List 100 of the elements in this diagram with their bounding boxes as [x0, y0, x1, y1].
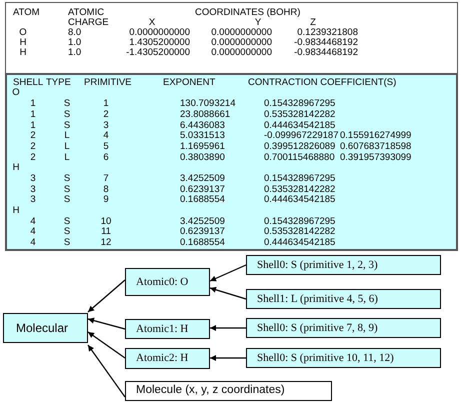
- table-cell-text: 23.8088661: [180, 109, 230, 120]
- table-cell-text: 4: [103, 130, 109, 141]
- table-cell-text: 2: [30, 141, 36, 152]
- table-cell-text: 8.0: [68, 27, 82, 38]
- table-cell-text: EXPONENT: [163, 77, 216, 88]
- table-cell-text: 1: [103, 98, 109, 109]
- table-cell-text: O: [19, 27, 27, 38]
- table-cell-text: PRIMITIVE: [84, 77, 132, 88]
- table-cell-text: S: [64, 226, 70, 237]
- arrow: [210, 264, 246, 282]
- arrow: [210, 355, 246, 361]
- tree-box: Atomic1: H: [125, 319, 210, 339]
- tree-box: Shell0: S (primitive 7, 8, 9): [246, 318, 441, 338]
- table-cell-text: -0.9834468192: [294, 47, 358, 58]
- arrow: [210, 325, 246, 331]
- table-cell-text: 0.1688554: [180, 237, 225, 248]
- table-cell-text: H: [12, 162, 20, 173]
- tree-box: Shell0: S (primitive 10, 11, 12): [246, 348, 441, 368]
- table-cell-text: 2: [103, 109, 109, 120]
- table-cell-text: X: [148, 17, 156, 28]
- table-cell-text: 2: [30, 152, 36, 163]
- table-cell-text: 5.0331513: [180, 130, 225, 141]
- arrow: [210, 286, 246, 300]
- table-cell-text: S: [64, 184, 70, 195]
- table-cell-text: Y: [254, 17, 262, 28]
- table-cell-text: 1: [30, 120, 36, 131]
- table-cell-text: -1.4305200000: [126, 47, 190, 58]
- table-cell-text: H: [20, 47, 26, 58]
- table-cell-text: H: [12, 205, 20, 216]
- table-cell-text: L: [64, 152, 70, 163]
- table-cell-text: 0.154328967295: [264, 98, 336, 109]
- table-cell-text: 0.154328967295: [264, 173, 336, 184]
- table-cell-text: 3: [30, 194, 36, 205]
- table-cell-text: 0.391957393099: [340, 152, 412, 163]
- table-cell-text: 3.4252509: [180, 216, 225, 227]
- table-cell-text: 1: [30, 109, 36, 120]
- tree-box: Molecular: [3, 313, 88, 343]
- table-cell-text: 0.535328142282: [264, 226, 336, 237]
- table-cell-text: 0.1688554: [180, 194, 225, 205]
- table-cell-text: 3: [103, 120, 109, 131]
- table-cell-text: CONTRACTION COEFFICIENT(S): [248, 77, 396, 88]
- table-cell-text: 130.7093214: [180, 98, 236, 109]
- table-cell-text: 0.535328142282: [264, 109, 336, 120]
- table-cell-text: L: [64, 141, 70, 152]
- table-cell-text: 1.1695961: [180, 141, 225, 152]
- table-cell-text: 0.0000000000: [211, 27, 272, 38]
- tree-box: Molecule (x, y, z coordinates): [125, 381, 332, 401]
- table-cell-text: 1.0: [68, 47, 82, 58]
- table-cell-text: 3: [30, 184, 36, 195]
- table-cell-text: 3.4252509: [180, 173, 225, 184]
- table-cell-text: 8: [103, 184, 109, 195]
- table-cell-text: 4: [30, 237, 36, 248]
- table-cell-text: 0.444634542185: [264, 194, 336, 205]
- tree-box: Shell0: S (primitive 1, 2, 3): [246, 255, 441, 275]
- table-cell-text: 0.607683718598: [340, 141, 412, 152]
- table-cell-text: 6: [103, 152, 109, 163]
- table-cell-text: 1.0: [68, 37, 82, 48]
- table-cell-text: 0.0000000000: [129, 27, 190, 38]
- table-cell-text: 1: [30, 98, 36, 109]
- table-cell-text: 0.444634542185: [264, 237, 336, 248]
- table-cell-text: CHARGE: [68, 17, 109, 28]
- table-cell-text: 0.3803890: [180, 152, 225, 163]
- table-cell-text: 0.6239137: [180, 226, 225, 237]
- table-cell-text: 0.0000000000: [211, 37, 272, 48]
- table-cell-text: 2: [30, 130, 36, 141]
- table-cell-text: 9: [103, 194, 109, 205]
- table-cell-text: 0.155916274999: [340, 130, 412, 141]
- table-cell-text: 11: [101, 226, 111, 237]
- table-cell-text: 0.700115468880: [264, 152, 335, 163]
- table-cell-text: 0.0000000000: [211, 47, 272, 58]
- table-cell-text: 0.444634542185: [264, 120, 336, 131]
- table-cell-text: TYPE: [46, 77, 71, 88]
- arrow: [88, 280, 126, 312]
- table-cell-text: S: [64, 173, 70, 184]
- table-cell-text: S: [64, 216, 70, 227]
- arrow: [88, 344, 126, 398]
- table-cell-text: COORDINATES (BOHR): [195, 7, 300, 18]
- table-cell-text: ATOMIC: [68, 7, 104, 18]
- arrow: [88, 318, 126, 330]
- table-cell-text: 0.154328967295: [264, 216, 336, 227]
- table-cell-text: 5: [103, 141, 109, 152]
- table-cell-text: 0.6239137: [180, 184, 225, 195]
- table-cell-text: S: [64, 120, 70, 131]
- arrow: [88, 332, 126, 358]
- table-cell-text: Z: [310, 17, 316, 28]
- table-cell-text: 4: [30, 226, 36, 237]
- table-cell-text: SHELL: [13, 77, 44, 88]
- table-cell-text: -0.9834468192: [294, 37, 358, 48]
- tree-box: Atomic2: H: [125, 348, 210, 369]
- table-cell-text: S: [64, 237, 70, 248]
- table-cell-text: 3: [30, 173, 36, 184]
- table-cell-text: 1.4305200000: [129, 37, 190, 48]
- table-cell-text: 0.1239321808: [297, 27, 358, 38]
- table-cell-text: ATOM: [13, 7, 40, 18]
- table-cell-text: 0.399512826089: [264, 141, 336, 152]
- table-cell-text: 10: [100, 216, 112, 227]
- table-cell-text: S: [64, 109, 70, 120]
- table-cell-text: 12: [100, 237, 112, 248]
- tree-box: Atomic0: O: [125, 268, 210, 296]
- table-cell-text: H: [20, 37, 26, 48]
